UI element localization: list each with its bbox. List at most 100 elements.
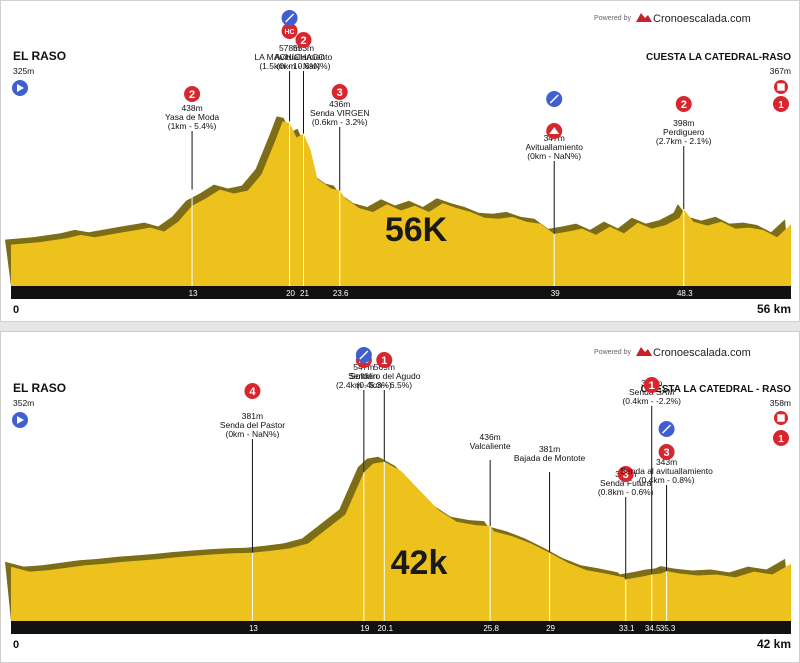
category-badge-icon — [376, 352, 393, 368]
marker-detail: (0.4km - -2.2%) — [622, 396, 681, 406]
start-elevation: 325m — [13, 66, 34, 76]
cutlery-icon — [285, 13, 295, 23]
marker-name: Yasa de Moda — [165, 112, 219, 122]
marker-elevation: 343m — [656, 457, 677, 467]
marker-name: Senda del Pastor — [220, 420, 285, 430]
category-badge-icon — [281, 23, 298, 39]
marker-name: LA MACHICHACO — [254, 52, 325, 62]
brand-name: Cronoescalada.com — [653, 13, 751, 25]
feed-tent-icon — [549, 127, 560, 134]
marker-detail: (1km - 5.4%) — [168, 121, 217, 131]
marker-name: Perdiguero — [663, 127, 705, 137]
play-triangle-icon — [17, 416, 24, 424]
marker-detail: (0.6km - 3.2%) — [312, 117, 368, 127]
category-badge-icon — [675, 96, 692, 112]
category-badge-icon — [244, 383, 261, 399]
marker-detail: (0.8km - 0.6%) — [598, 487, 654, 497]
marker-detail: (1.5km - 10.6%) — [259, 61, 320, 71]
category-badge-icon — [184, 86, 201, 102]
km-tick-label: 34.5 — [645, 624, 661, 633]
brand-name: Cronoescalada.com — [653, 347, 751, 359]
category-label: HC — [285, 29, 295, 36]
category-label: 2 — [300, 35, 306, 47]
distance-title: 56K — [385, 211, 448, 249]
brand-mountain-icon — [636, 13, 652, 22]
finish-name: CUESTA LA CATEDRAL-RASO — [646, 52, 791, 63]
category-label: 4 — [249, 386, 256, 398]
play-triangle-icon — [17, 84, 24, 92]
category-label: 2 — [681, 99, 687, 111]
marker-elevation: 398m — [673, 118, 694, 128]
category-badge-icon — [331, 84, 348, 100]
marker-detail: (0km - NaN%) — [277, 61, 331, 71]
km-end-label: 56 km — [757, 302, 791, 316]
category-badge-icon — [658, 444, 675, 460]
brand-mountain-icon — [636, 347, 652, 356]
km-tick-label: 20.1 — [377, 624, 393, 633]
marker-name: Senda al avituallamiento — [620, 466, 713, 476]
brand-logo: Powered by Cronoescalada.com — [594, 13, 751, 25]
elevation-profile-area — [11, 121, 791, 287]
marker-elevation: 381m — [539, 444, 560, 454]
km-tick-label: 29 — [546, 624, 555, 633]
category-badge-icon — [295, 32, 312, 48]
marker-name: Valcaliente — [470, 441, 511, 451]
finish-category-icon — [773, 96, 789, 112]
category-label: 2 — [189, 89, 195, 101]
marker-name: Senda VIRGEN — [310, 108, 370, 118]
km-start-label: 0 — [13, 304, 19, 316]
marker-elevation: 436m — [480, 432, 501, 442]
marker-detail: (0km - NaN%) — [527, 151, 581, 161]
cutlery-icon — [549, 94, 559, 104]
marker-elevation: 381m — [242, 411, 263, 421]
marker-name: Avituallamiento — [275, 52, 333, 62]
start-name: EL RASO — [13, 381, 66, 395]
panel-separator — [0, 322, 800, 331]
km-axis-bar — [11, 286, 791, 299]
category-label: 1 — [649, 380, 655, 392]
category-badge-icon — [643, 377, 660, 393]
cutlery-icon — [359, 350, 369, 360]
category-label: 1 — [381, 355, 387, 367]
km-end-label: 42 km — [757, 637, 791, 651]
marker-elevation: 436m — [329, 99, 350, 109]
marker-detail: (2.4km - 5.3%) — [336, 380, 392, 390]
cutlery-icon — [662, 424, 672, 434]
marker-elevation: 438m — [181, 103, 202, 113]
distance-title: 42k — [391, 544, 448, 582]
finish-elevation: 367m — [770, 66, 791, 76]
km-axis-bar — [11, 621, 791, 634]
category-label: 3 — [337, 87, 343, 99]
km-tick-label: 35.3 — [660, 624, 676, 633]
marker-name: Bajada de Montote — [514, 453, 586, 463]
category-label: 3 — [623, 469, 629, 481]
km-tick-label: 33.1 — [619, 624, 635, 633]
km-tick-label: 39 — [551, 289, 560, 298]
km-tick-label: 13 — [249, 624, 258, 633]
finish-category-label: 1 — [778, 100, 784, 111]
checkered-flag-icon — [776, 413, 786, 423]
finish-category-icon — [773, 430, 789, 446]
start-name: EL RASO — [13, 49, 66, 63]
km-tick-label: 20 — [286, 289, 295, 298]
km-tick-label: 21 — [300, 289, 309, 298]
checkered-flag-icon — [776, 82, 786, 92]
brand-powered-by: Powered by — [594, 349, 631, 356]
elevation-profile-area — [11, 461, 791, 621]
finish-elevation: 358m — [770, 398, 791, 408]
profile-panel-42k: Powered by Cronoescalada.com 42k EL RASO 352… — [0, 331, 800, 663]
elevation-chart-42k: Powered by Cronoescalada.com 42k EL RASO 352… — [5, 347, 791, 651]
marker-detail: (0km - NaN%) — [226, 429, 280, 439]
marker-name: Sendero del Agudo — [348, 371, 421, 381]
km-tick-label: 48.3 — [677, 289, 693, 298]
start-elevation: 352m — [13, 398, 34, 408]
category-badge-icon — [617, 466, 634, 482]
km-start-label: 0 — [13, 639, 19, 651]
km-tick-label: 25.8 — [483, 624, 499, 633]
brand-powered-by: Powered by — [594, 15, 631, 22]
category-label: 3 — [664, 447, 670, 459]
km-tick-label: 23.6 — [333, 289, 349, 298]
marker-elevation: 578m — [279, 43, 300, 53]
